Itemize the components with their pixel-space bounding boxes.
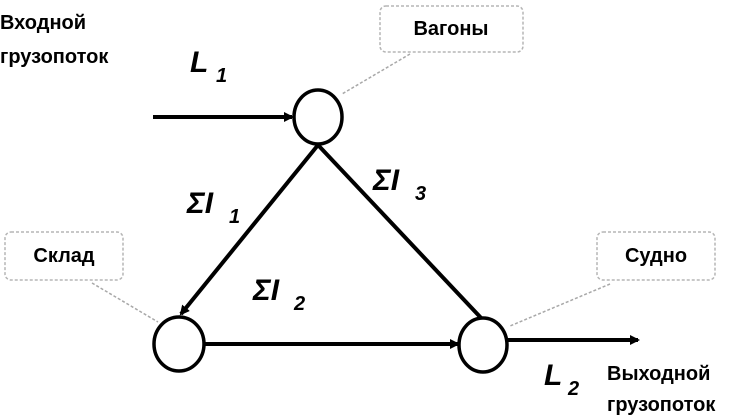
node-label-wagons: Вагоны [413, 18, 488, 40]
edge-label-sigma2-symbol: ΣI [252, 274, 280, 307]
input-flow-symbol: L 1 [190, 46, 227, 87]
output-flow-symbol-letter: L [544, 359, 562, 392]
input-flow-symbol-subscript: 1 [216, 65, 227, 87]
node-label-ship: Судно [625, 245, 687, 267]
callout-ship: Судно [509, 231, 716, 327]
edge-label-sigma2-subscript: 2 [293, 293, 305, 315]
input-flow-label-line1: Входной [0, 12, 86, 34]
node-label-warehouse: Склад [33, 245, 95, 267]
callout-wagons-box [379, 5, 524, 53]
callout-wagons-pointer [341, 53, 411, 95]
edge-label-sigma3-symbol: ΣI [372, 164, 400, 197]
edge-wagons-to-ship [316, 143, 485, 322]
edge-label-sigma3-subscript: 3 [415, 183, 426, 205]
node-ship [457, 316, 509, 374]
callout-ship-pointer [509, 283, 611, 327]
edge-wagons-to-warehouse [179, 143, 320, 316]
output-flow-symbol-subscript: 2 [567, 378, 579, 400]
callout-wagons: Вагоны [341, 5, 524, 95]
output-flow-label-line1: Выходной [607, 363, 710, 385]
callout-warehouse-pointer [91, 282, 159, 323]
edge-label-sigma1-symbol: ΣI [186, 187, 214, 220]
node-warehouse [152, 315, 206, 373]
edge-label-sigma1-subscript: 1 [229, 206, 240, 228]
output-flow-symbol: L 2 [544, 359, 579, 400]
callout-warehouse: Склад [4, 231, 159, 323]
edge-label-sigma3: ΣI 3 [372, 164, 426, 205]
input-flow-label-line2: грузопоток [0, 46, 109, 68]
edge-label-sigma2: ΣI 2 [252, 274, 305, 315]
node-wagons [292, 88, 344, 146]
edge-label-sigma1: ΣI 1 [186, 187, 240, 228]
input-flow-symbol-letter: L [190, 46, 208, 79]
callout-warehouse-box [4, 231, 124, 281]
output-flow-label-line2: грузопоток [607, 394, 716, 416]
callout-ship-box [596, 231, 716, 281]
